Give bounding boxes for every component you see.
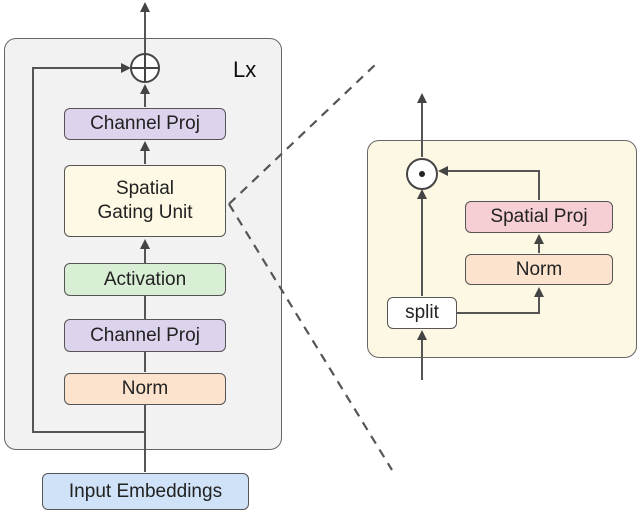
zoom-line-bottom bbox=[228, 203, 393, 471]
channel-proj-out-box: Channel Proj bbox=[64, 108, 226, 140]
arrow-spatial-proj-to-gate bbox=[438, 166, 540, 200]
activation-box: Activation bbox=[64, 263, 226, 296]
arrow-split-to-norm bbox=[457, 287, 544, 314]
multiply-icon bbox=[406, 158, 438, 190]
sgu-box: Spatial Gating Unit bbox=[64, 165, 226, 237]
sgu-norm-box: Norm bbox=[465, 254, 613, 285]
block-repeat-label: Lx bbox=[233, 57, 257, 82]
zoom-line-top bbox=[228, 63, 377, 205]
norm-box: Norm bbox=[64, 373, 226, 405]
residual-connection bbox=[32, 63, 145, 433]
sgu-label: Spatial Gating Unit bbox=[97, 178, 193, 223]
add-icon bbox=[130, 53, 160, 83]
input-embeddings-box: Input Embeddings bbox=[42, 473, 249, 510]
split-box: split bbox=[387, 297, 457, 329]
spatial-proj-box: Spatial Proj bbox=[465, 201, 613, 233]
channel-proj-in-box: Channel Proj bbox=[64, 319, 226, 352]
